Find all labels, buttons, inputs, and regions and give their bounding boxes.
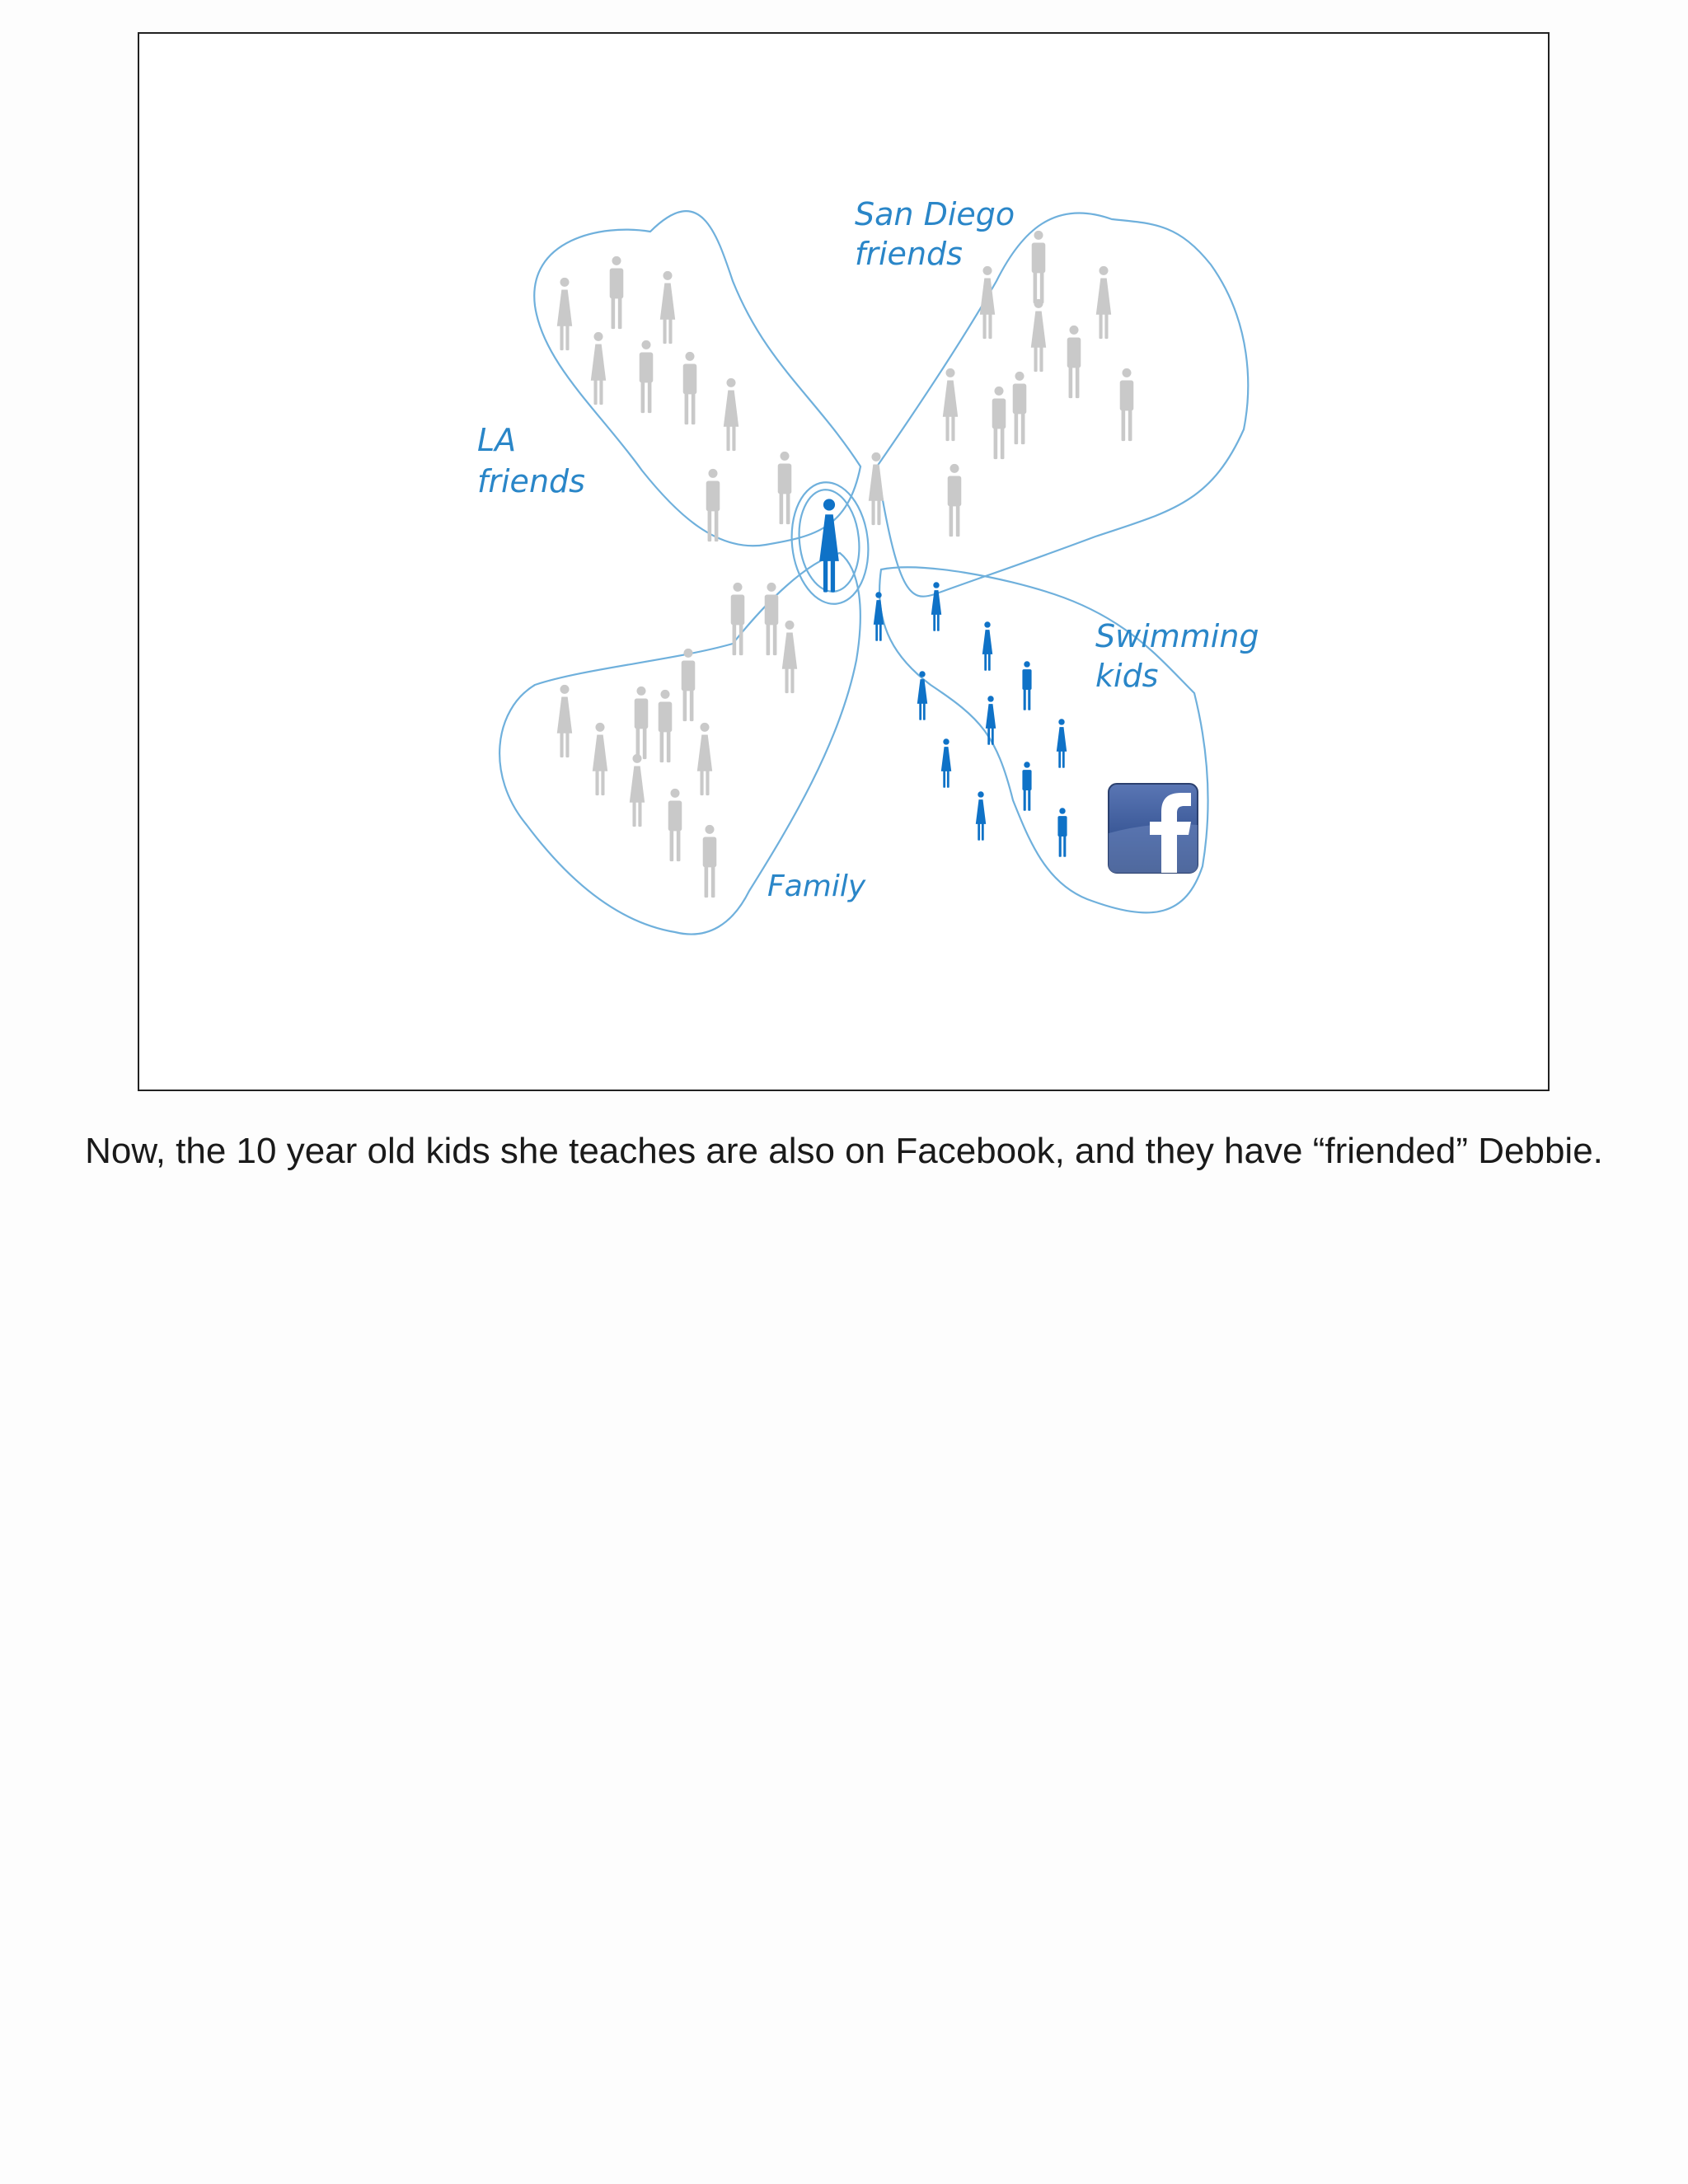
person-icon bbox=[777, 451, 792, 525]
facebook-logo-icon bbox=[1108, 783, 1198, 874]
slide: San Diego friends LA friends Swimming ki… bbox=[138, 32, 1550, 1091]
swimming-kids-people bbox=[873, 582, 1067, 857]
person-icon bbox=[975, 791, 987, 841]
person-icon bbox=[592, 722, 608, 796]
san-diego-friends-circle bbox=[875, 212, 1250, 598]
person-icon bbox=[947, 463, 962, 537]
person-icon bbox=[781, 620, 798, 694]
person-icon bbox=[659, 270, 676, 344]
person-icon bbox=[940, 738, 952, 788]
person-icon bbox=[1057, 808, 1067, 857]
person-icon bbox=[764, 582, 779, 656]
person-icon bbox=[868, 452, 884, 526]
person-icon bbox=[590, 331, 607, 405]
la-friends-circle bbox=[533, 210, 862, 547]
person-icon bbox=[629, 753, 645, 827]
person-icon bbox=[985, 696, 996, 745]
person-icon bbox=[668, 788, 682, 862]
la-friends-label: LA friends bbox=[477, 422, 585, 499]
person-icon bbox=[609, 255, 624, 330]
person-icon bbox=[1067, 325, 1081, 399]
san-diego-label-line1: San Diego bbox=[855, 196, 1015, 232]
swimming-kids-label: Swimming kids bbox=[1095, 618, 1269, 694]
person-icon bbox=[706, 468, 720, 542]
debbie-person-icon bbox=[819, 499, 839, 593]
person-icon bbox=[556, 684, 573, 758]
person-icon bbox=[1022, 762, 1032, 811]
person-icon bbox=[1030, 298, 1047, 373]
debbie-outer-ring bbox=[790, 481, 870, 605]
family-label: Family bbox=[767, 869, 866, 903]
swimming-kids-circle bbox=[878, 566, 1209, 914]
person-icon bbox=[873, 592, 884, 641]
person-icon bbox=[702, 824, 717, 898]
person-icon bbox=[982, 621, 993, 671]
person-icon bbox=[942, 368, 959, 442]
person-icon bbox=[979, 265, 996, 340]
gray-people bbox=[556, 230, 1134, 898]
san-diego-label-line2: friends bbox=[855, 236, 963, 272]
person-icon bbox=[639, 340, 654, 414]
person-icon bbox=[1012, 371, 1027, 445]
swimming-label-line1: Swimming bbox=[1095, 618, 1259, 654]
slide-caption: Now, the 10 year old kids she teaches ar… bbox=[85, 1131, 1603, 1171]
person-icon bbox=[992, 386, 1006, 460]
person-icon bbox=[730, 582, 745, 656]
family-circle bbox=[499, 551, 861, 935]
person-icon bbox=[1095, 265, 1112, 340]
person-icon bbox=[931, 582, 942, 631]
person-icon bbox=[634, 686, 649, 760]
san-diego-friends-label: San Diego friends bbox=[855, 196, 1025, 272]
la-label-line1: LA bbox=[477, 422, 516, 458]
person-icon bbox=[1119, 368, 1134, 442]
swimming-label-line2: kids bbox=[1095, 658, 1158, 694]
person-icon bbox=[723, 377, 739, 452]
person-icon bbox=[682, 351, 697, 425]
person-icon bbox=[1056, 719, 1067, 768]
person-icon bbox=[1031, 230, 1046, 304]
person-icon bbox=[681, 648, 696, 722]
person-icon bbox=[1022, 661, 1032, 710]
person-icon bbox=[556, 277, 573, 351]
la-label-line2: friends bbox=[477, 463, 585, 499]
person-icon bbox=[696, 722, 713, 796]
person-icon bbox=[658, 689, 673, 763]
social-circles-diagram: San Diego friends LA friends Swimming ki… bbox=[477, 196, 1269, 935]
